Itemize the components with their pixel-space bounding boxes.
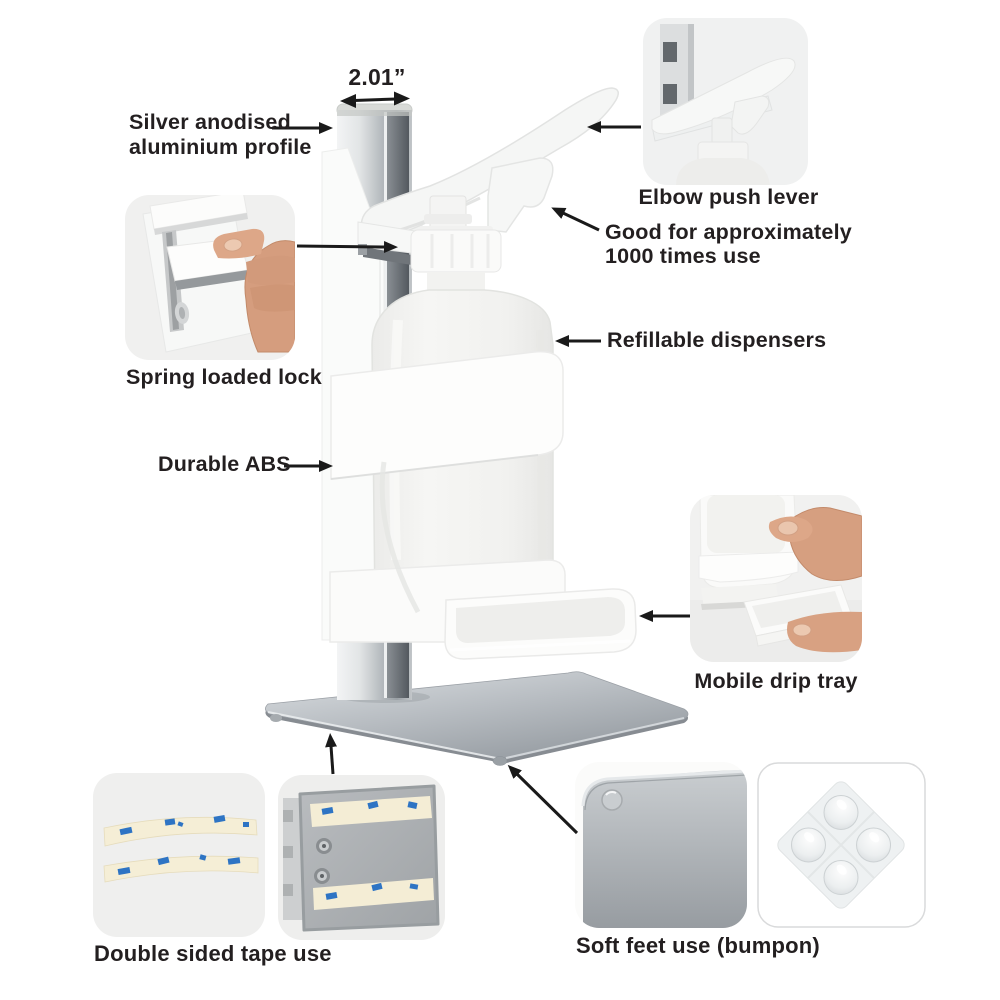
bottle-neck (427, 272, 485, 290)
dimension-arrow (340, 91, 410, 108)
label-usage: Good for approximately 1000 times use (605, 220, 852, 268)
elbow-push-lever (360, 87, 619, 239)
label-silver-profile-line1: Silver anodised (129, 110, 291, 134)
inset-spring-lock-photo (125, 195, 295, 360)
label-usage-line1: Good for approximately (605, 220, 852, 244)
inset-bumpon-pack-photo (758, 763, 925, 927)
pole-width-dimension: 2.01” (348, 64, 406, 90)
label-usage-line2: 1000 times use (605, 244, 761, 268)
tape-print-marks (321, 800, 419, 900)
inset-tape-strips-photo (93, 773, 265, 937)
pump-spout (487, 157, 554, 233)
hand-photo (213, 228, 295, 353)
arrow-usage (551, 207, 600, 232)
label-refillable-dispensers: Refillable dispensers (607, 328, 827, 352)
inset-plate-corner-photo (575, 762, 747, 928)
label-spring-loaded-lock: Spring loaded lock (126, 365, 322, 389)
bottle-holder-strap (330, 350, 564, 480)
label-durable-abs: Durable ABS (158, 452, 291, 476)
annotation-arrows (272, 91, 690, 835)
tape-print-marks (117, 815, 249, 875)
bumpon-blister-pack (777, 781, 905, 909)
label-double-sided-tape: Double sided tape use (94, 941, 332, 966)
arrow-soft-feet (507, 764, 579, 835)
label-silver-profile-line2: aluminium profile (129, 135, 312, 159)
inset-plate-tape-photo (278, 775, 445, 940)
base-foot (492, 756, 508, 766)
arrow-tape-to-base (325, 733, 338, 775)
hand-photo (768, 507, 862, 653)
label-mobile-drip-tray: Mobile drip tray (694, 669, 858, 693)
label-soft-feet: Soft feet use (bumpon) (576, 933, 820, 958)
arrow-spring-lock (296, 240, 398, 253)
base-foot (270, 714, 282, 722)
inset-elbow-lever-photo (643, 18, 808, 185)
drip-tray (444, 588, 637, 660)
label-silver-profile: Silver anodised aluminium profile (129, 110, 312, 160)
base-plate (265, 671, 689, 766)
dispenser-stand (265, 87, 689, 766)
label-elbow-push-lever: Elbow push lever (638, 185, 819, 209)
inset-drip-tray-photo (690, 495, 862, 662)
